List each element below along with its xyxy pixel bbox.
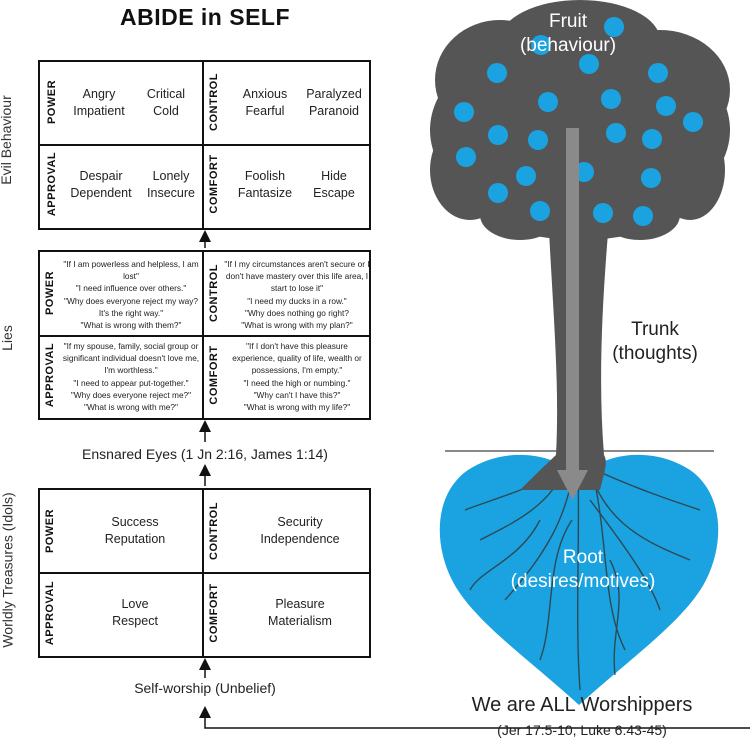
lies-grid: POWER CONTROL APPROVAL COMFORT "If I am … (38, 250, 371, 420)
worshippers-connector-line (199, 706, 750, 729)
behaviour-text: Critical Cold (146, 87, 186, 118)
worshippers-reference: (Jer 17:5-10, Luke 6:43-45) (497, 722, 667, 738)
lie-text-approval: "If my spouse, family, social group or s… (62, 341, 200, 413)
behaviour-text: Paralyzed Paranoid (306, 87, 362, 118)
fruit-dots (454, 17, 703, 226)
page-title: ABIDE in SELF (119, 4, 291, 30)
behaviour-text: Despair Dependent (70, 169, 132, 200)
worshippers-title: We are ALL Worshippers (471, 694, 693, 716)
behaviour-text: Angry Impatient (73, 87, 125, 118)
lie-text-control: "If I my circumstances aren't secure or … (224, 259, 370, 331)
fruit-label: Fruit (behaviour) (519, 11, 617, 56)
treasure-text: Security Independence (260, 515, 340, 546)
trunk-label: Trunk (thoughts) (612, 319, 698, 364)
treasure-text: Love Respect (112, 597, 158, 628)
heart-shape (439, 454, 719, 705)
behaviour-text: Hide Escape (313, 169, 355, 200)
evil-behaviour-grid: POWER CONTROL APPROVAL COMFORT Angry Imp… (38, 60, 371, 230)
worldly-treasures-grid: POWER CONTROL APPROVAL COMFORT Success R… (38, 488, 371, 658)
root-label: Root (desires/motives) (510, 547, 656, 592)
down-arrow-head-icon (557, 470, 588, 500)
behaviour-text: Lonely Insecure (147, 169, 195, 200)
lie-text-power: "If I am powerless and helpless, I am lo… (63, 259, 199, 331)
treasure-text: Success Reputation (104, 515, 166, 546)
lie-text-comfort: "If I don't have this pleasure experienc… (232, 341, 362, 413)
treasure-text: Pleasure Materialism (268, 597, 332, 628)
behaviour-text: Anxious Fearful (242, 87, 288, 118)
behaviour-text: Foolish Fantasize (237, 169, 293, 200)
self-worship-caption: Self-worship (Unbelief) (134, 680, 276, 696)
down-arrow-shaft (566, 128, 579, 478)
ensnared-eyes-caption: Ensnared Eyes (1 Jn 2:16, James 1:14) (82, 446, 328, 462)
